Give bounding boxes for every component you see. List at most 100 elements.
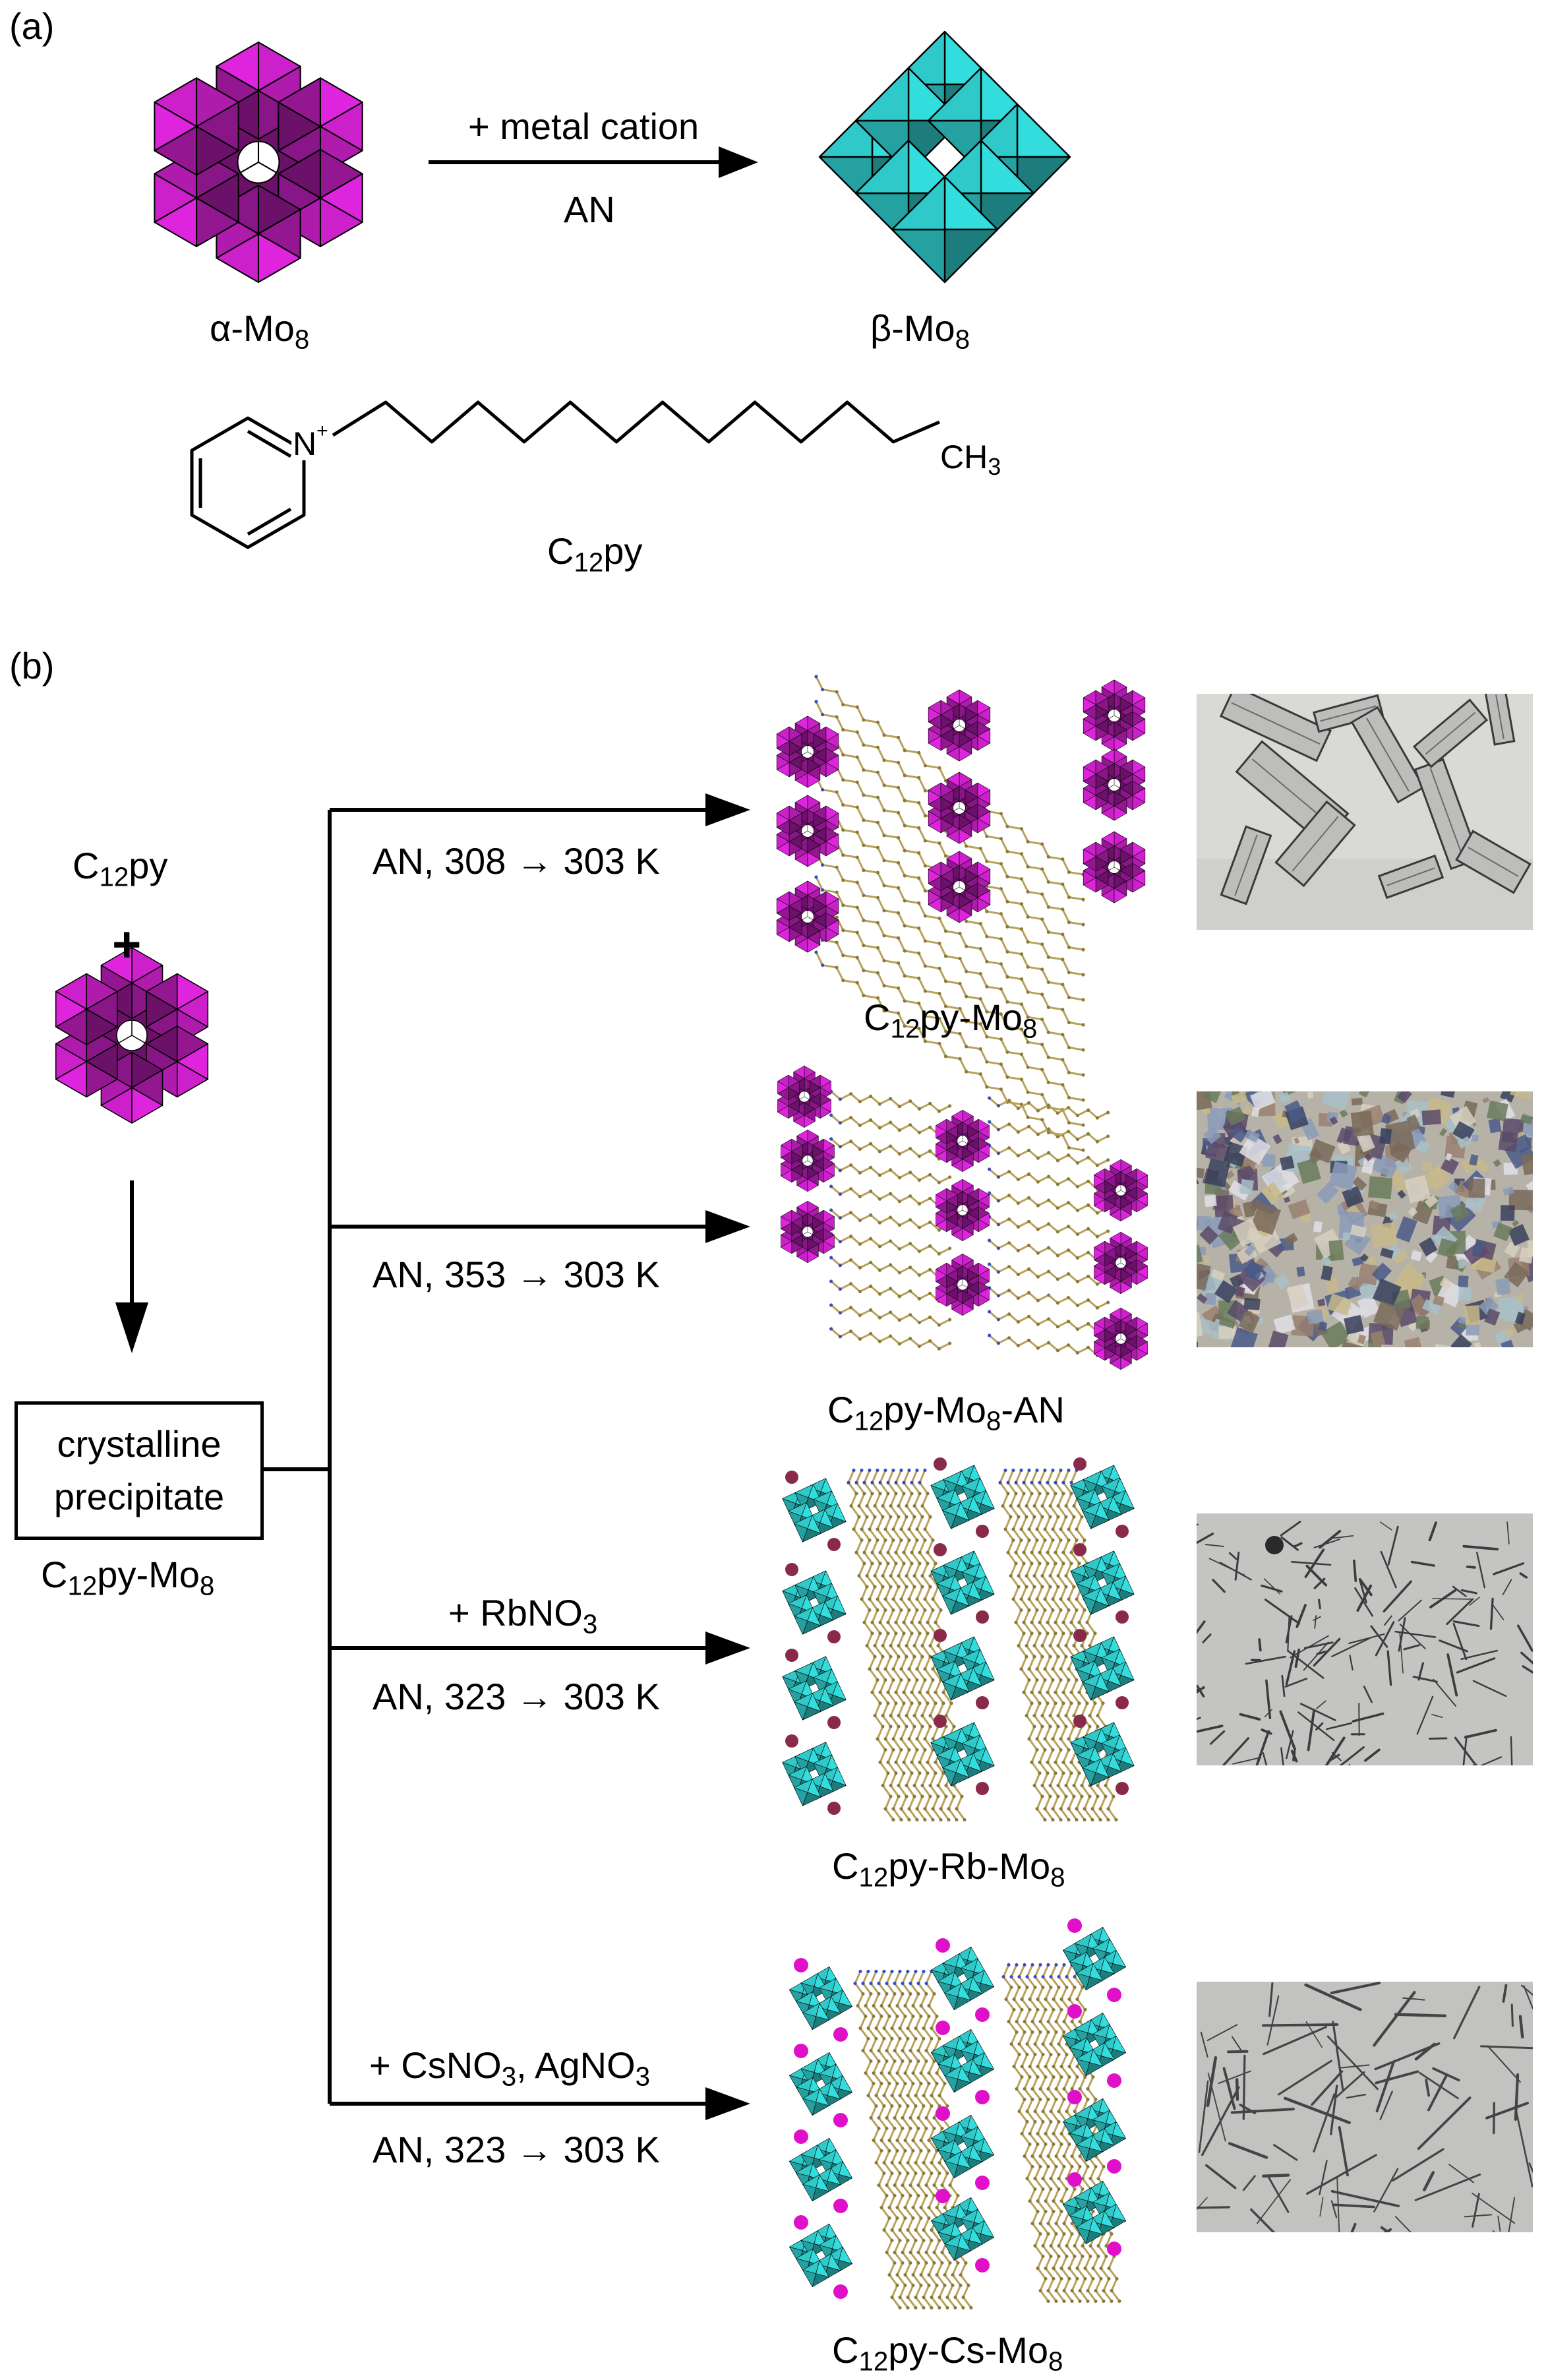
crystal	[1391, 1249, 1408, 1264]
cs-atom	[1067, 1918, 1082, 1933]
route2-condition: AN, 353 → 303 K	[372, 1254, 660, 1295]
crystal	[1350, 1224, 1367, 1238]
crystal	[1419, 2071, 1459, 2100]
cs-atom	[975, 2176, 990, 2190]
crystal	[1469, 1597, 1480, 1606]
crystal	[1230, 1126, 1248, 1143]
crystal	[1472, 2193, 1516, 2224]
crystal	[1452, 1620, 1480, 1628]
octahedron	[1101, 831, 1127, 861]
crystal	[1357, 1263, 1379, 1285]
crystal	[1261, 1584, 1283, 1593]
crystal	[1359, 1579, 1367, 1604]
crystal	[1482, 1097, 1490, 1104]
crystal	[1200, 2031, 1208, 2058]
crystal	[1231, 1091, 1248, 1105]
crystal	[1316, 1650, 1327, 1655]
crystal	[1262, 2174, 1290, 2178]
crystal	[1242, 2054, 1246, 2120]
octahedron	[936, 1262, 958, 1289]
crystal	[1380, 1247, 1394, 1259]
crystal	[1498, 1131, 1518, 1152]
crystal	[1297, 1157, 1321, 1184]
crystal	[1502, 1579, 1512, 1596]
crystal	[1375, 1621, 1395, 1657]
crystal	[1502, 1984, 1508, 2003]
crystal	[1267, 1330, 1289, 1347]
crystal	[1479, 1756, 1503, 1765]
rb-atom	[785, 1471, 798, 1484]
cs-atom	[794, 2129, 808, 2144]
crystal	[1244, 1244, 1256, 1256]
crystal	[1255, 1730, 1270, 1765]
crystal	[1242, 2175, 1256, 2191]
crystal	[1422, 1298, 1442, 1316]
route3-additive: + RbNO3	[448, 1592, 598, 1639]
crystal	[1517, 1624, 1533, 1652]
crystal	[1427, 2074, 1448, 2112]
crystal	[1422, 1162, 1432, 1171]
c12py-label: C12py	[547, 530, 643, 578]
octahedron	[146, 1025, 209, 1098]
crystal	[1387, 1169, 1411, 1194]
c12py-chain	[1046, 1468, 1094, 1822]
crystal	[1419, 1237, 1438, 1257]
crystal	[1392, 2148, 1444, 2182]
crystal	[1330, 2200, 1338, 2218]
crystal	[1317, 1298, 1326, 1307]
crystal	[1305, 2021, 1323, 2048]
octahedron	[1082, 1759, 1110, 1786]
cs-atom	[833, 2113, 848, 2127]
crystal	[1520, 1651, 1533, 1664]
crystal	[1489, 1597, 1494, 1630]
particle	[1265, 1536, 1284, 1554]
c12py-chain	[988, 1191, 1110, 1215]
crystal	[1446, 1334, 1472, 1347]
crystal	[1441, 1156, 1459, 1175]
cs-atom	[1067, 2004, 1082, 2019]
crystal	[1493, 1222, 1512, 1242]
crystal	[1264, 1709, 1272, 1718]
crystal	[1232, 1217, 1261, 1247]
crystal	[1217, 1211, 1238, 1234]
octahedron	[944, 2234, 972, 2261]
cs-atom	[975, 2090, 990, 2104]
rb-atom	[934, 1543, 947, 1556]
crystal	[1245, 1655, 1286, 1665]
product1-label: C12py-Mo8	[864, 996, 1038, 1044]
crystal	[1518, 1246, 1533, 1264]
crystal	[1243, 1297, 1261, 1311]
crystal	[1203, 1107, 1211, 1115]
c12py-chain	[829, 1303, 952, 1327]
beta-mo8-cluster-icon	[818, 30, 1071, 284]
c12py-chain	[893, 1969, 941, 2310]
crystal	[1433, 1678, 1457, 1707]
crystal	[1315, 1722, 1324, 1731]
octahedron	[278, 77, 363, 176]
c12py-chain	[1017, 1963, 1066, 2304]
crystal	[1280, 1521, 1301, 1537]
rb-atom	[934, 1457, 947, 1471]
crystal	[1423, 2171, 1435, 2191]
crystal	[1449, 1202, 1470, 1223]
crystal	[1460, 1649, 1498, 1661]
crystal	[1462, 1544, 1499, 1551]
octahedron	[216, 184, 301, 284]
rb-atom	[976, 1782, 989, 1795]
c12py-chain	[829, 1232, 952, 1256]
panel-a-label: (a)	[9, 5, 55, 47]
crystal	[1273, 1314, 1295, 1335]
octahedron	[944, 2065, 972, 2093]
crystal	[1410, 1560, 1435, 1567]
c12py-chain	[988, 1333, 1110, 1357]
octahedron	[1076, 2217, 1104, 2245]
crystal	[1203, 1254, 1210, 1264]
crystal	[1520, 1114, 1533, 1125]
crystal	[1453, 1986, 1481, 2040]
crystal	[1321, 1265, 1333, 1281]
arrow-bottom-label: AN	[564, 189, 615, 230]
crystal	[1394, 1156, 1413, 1175]
crystal	[1424, 1194, 1439, 1208]
octahedron	[928, 861, 954, 892]
rb-atom	[1073, 1715, 1087, 1728]
